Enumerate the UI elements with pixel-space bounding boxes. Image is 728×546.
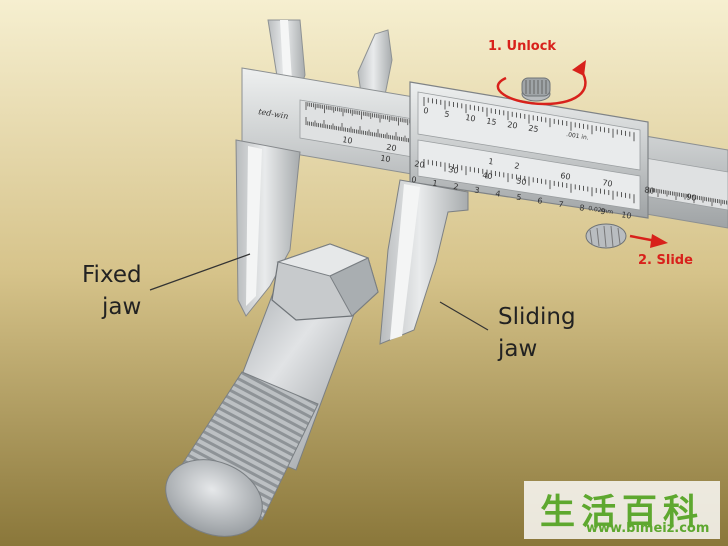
vernier-inch-number: 0 xyxy=(423,106,430,116)
main-scale-number: 30 xyxy=(448,165,460,176)
sliding-jaw-label-line2: jaw xyxy=(498,336,538,362)
sliding-jaw-label-line1: Sliding xyxy=(498,304,576,330)
vernier-mm-number: 10 xyxy=(621,210,633,221)
main-scale-number: 70 xyxy=(602,178,614,189)
main-scale-number: 10 xyxy=(380,154,392,165)
vernier-mm-number: 0 xyxy=(411,175,418,185)
slide-step-label: 2. Slide xyxy=(638,253,693,268)
watermark-url: www.bimeiz.com xyxy=(586,521,710,536)
main-scale-number: 60 xyxy=(560,171,572,182)
vernier-inch-unit: .001 in. xyxy=(566,131,590,142)
main-scale-number: 90 xyxy=(686,192,698,203)
fixed-jaw-label-line1: Fixed xyxy=(82,262,142,288)
vernier-mm-number: 1 xyxy=(432,178,439,188)
vernier-mm-number: 5 xyxy=(516,193,523,203)
main-scale-number: 80 xyxy=(644,185,656,196)
vernier-mm-number: 9 xyxy=(600,207,607,217)
inch-scale-number: 1 xyxy=(488,157,495,167)
main-scale-number: 50 xyxy=(516,176,528,187)
main-scale-number: 20 xyxy=(386,143,398,154)
vernier-mm-number: 3 xyxy=(474,186,481,196)
main-scale-number: 40 xyxy=(482,171,494,182)
main-scale-number: 10 xyxy=(342,135,354,146)
vernier-inch-number: 20 xyxy=(507,120,519,131)
vernier-inch-number: 10 xyxy=(465,113,477,124)
vernier-mm-unit: 0.02mm xyxy=(588,205,614,216)
vernier-inch-number: 15 xyxy=(486,117,498,128)
fixed-jaw-label-line2: jaw xyxy=(102,294,142,320)
vernier-mm-number: 8 xyxy=(579,203,586,213)
vernier-mm-number: 2 xyxy=(453,182,460,192)
watermark-background xyxy=(524,481,720,539)
vernier-inch-number: 25 xyxy=(528,124,540,135)
unlock-step-label: 1. Unlock xyxy=(488,39,557,54)
main-scale-number: 20 xyxy=(414,159,426,170)
watermark-chinese-text: 生活百科 xyxy=(540,492,705,533)
vernier-mm-number: 4 xyxy=(495,189,502,199)
vernier-inch-number: 5 xyxy=(444,109,451,119)
inch-scale-number: 2 xyxy=(514,161,521,171)
vernier-mm-number: 6 xyxy=(537,196,544,206)
vernier-mm-number: 7 xyxy=(558,200,565,210)
